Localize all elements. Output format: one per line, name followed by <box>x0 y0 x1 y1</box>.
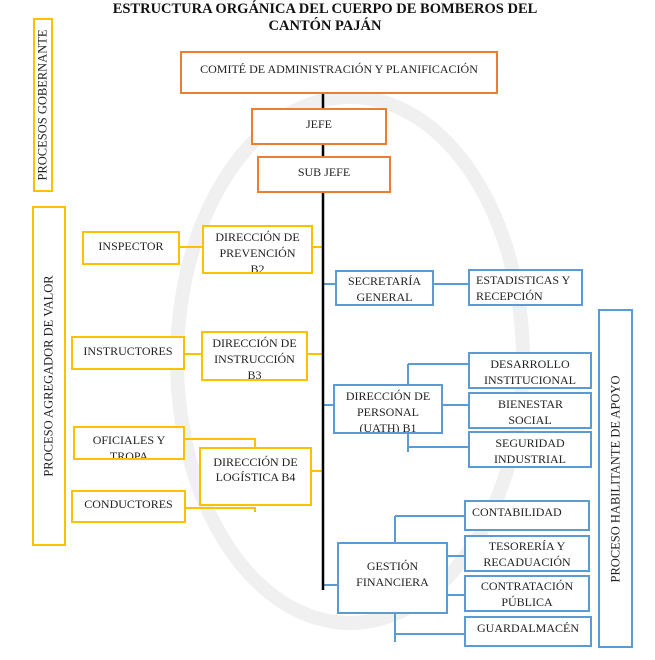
node-secretaria: SECRETARÍA GENERAL <box>335 270 434 306</box>
node-dir-personal: DIRECCIÓN DE PERSONAL (UATH) B1 <box>333 384 443 434</box>
title-line-2: CANTÓN PAJÁN <box>268 18 382 34</box>
band-support: PROCESO HABILITANTE DE APOYO <box>598 309 633 648</box>
node-contabilidad: CONTABILIDAD <box>464 500 590 531</box>
node-estadisticas: ESTADISTICAS Y RECEPCIÓN <box>468 269 583 306</box>
node-desarrollo: DESARROLLO INSTITUCIONAL <box>468 352 592 389</box>
node-instructores: INSTRUCTORES <box>71 336 185 370</box>
node-dir-instruccion: DIRECCIÓN DE INSTRUCCIÓN B3 <box>201 331 308 381</box>
node-oficiales: OFICIALES Y TROPA <box>73 426 185 460</box>
title-line-1: ESTRUCTURA ORGÁNICA DEL CUERPO DE BOMBER… <box>112 1 538 17</box>
node-contratacion: CONTRATACIÓN PÚBLICA <box>464 575 590 612</box>
node-dir-logistica: DIRECCIÓN DE LOGÍSTICA B4 <box>199 447 312 506</box>
chart-title: ESTRUCTURA ORGÁNICA DEL CUERPO DE BOMBER… <box>60 1 590 35</box>
node-comite: COMITÉ DE ADMINISTRACIÓN Y PLANIFICACIÓN <box>180 51 498 94</box>
node-dir-prevencion: DIRECCIÓN DE PREVENCIÓN B2 <box>202 225 313 274</box>
node-guardalmacen: GUARDALMACÉN <box>464 616 592 647</box>
node-tesoreria: TESORERÍA Y RECADUACIÓN <box>464 535 590 572</box>
node-conductores: CONDUCTORES <box>71 490 186 523</box>
node-bienestar: BIENESTAR SOCIAL <box>468 392 592 429</box>
node-inspector: INSPECTOR <box>82 231 180 265</box>
node-sub-jefe: SUB JEFE <box>257 156 391 193</box>
connector-conductores <box>185 507 256 512</box>
node-gestion: GESTIÓN FINANCIERA <box>337 542 448 614</box>
node-seguridad: SEGURIDAD INDUSTRIAL <box>468 431 592 468</box>
band-governing: PROCESOS GOBERNANTE <box>33 18 53 192</box>
node-jefe: JEFE <box>251 108 387 145</box>
connector-oficiales <box>184 438 256 447</box>
band-value-adding: PROCESO AGREGADOR DE VALOR <box>32 206 66 546</box>
